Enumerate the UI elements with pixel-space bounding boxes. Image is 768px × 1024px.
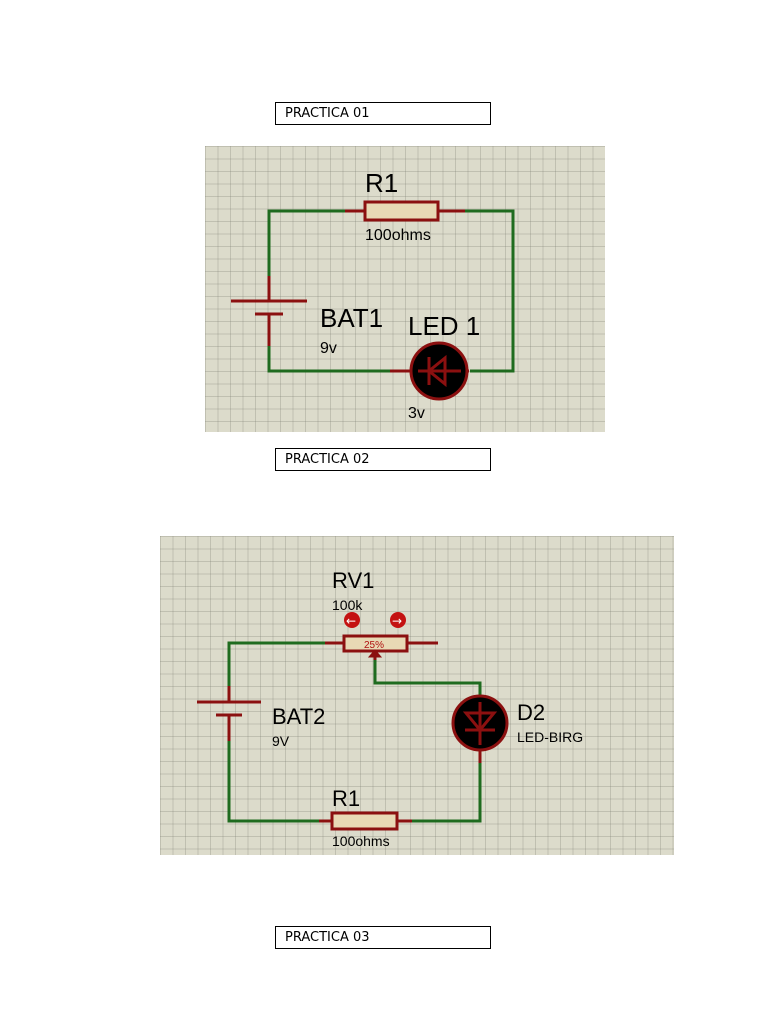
schematic-practica-01: R1 100ohms BAT1 9v LED 1 3v [205, 146, 605, 432]
wire-left-top [227, 641, 325, 686]
wire-wiper [373, 660, 482, 696]
d2-ref-label: D2 [517, 700, 545, 725]
resistor-r1 [345, 200, 465, 222]
bat1-value-label: 9v [320, 340, 337, 357]
wire-top-right [465, 209, 515, 373]
r1-value-label: 100ohms [365, 227, 431, 244]
bat1-ref-label: BAT1 [320, 303, 383, 333]
led-d2 [451, 694, 509, 763]
practica-03-title: PRACTICA 03 [275, 926, 491, 949]
wire-top-left [267, 209, 345, 276]
potentiometer-rv1 [325, 634, 438, 660]
led-1 [390, 341, 469, 401]
d2-value-label: LED-BIRG [517, 729, 583, 745]
bat2-ref-label: BAT2 [272, 704, 325, 729]
wire-bottom-right [397, 763, 482, 823]
rv1-percent-label: 25% [364, 640, 384, 651]
led1-ref-label: LED 1 [408, 311, 480, 341]
rv1-ref-label: RV1 [332, 568, 374, 593]
practica-02-title: PRACTICA 02 [275, 448, 491, 471]
r1-ref-label-practica-02: R1 [332, 786, 360, 811]
battery-bat2 [197, 686, 261, 741]
rv1-value-label: 100k [332, 597, 363, 613]
battery-bat1 [231, 276, 307, 346]
r1-ref-label: R1 [365, 168, 398, 198]
rv1-decrease-button[interactable]: ← [344, 612, 360, 628]
wire-bottom-left [267, 346, 390, 373]
r1-value-label-practica-02: 100ohms [332, 833, 390, 849]
arrow-right-icon: → [392, 614, 402, 628]
schematic-practica-02: 25% ← → [160, 536, 674, 855]
arrow-left-icon: ← [346, 614, 356, 628]
bat2-value-label: 9V [272, 733, 290, 749]
wire-left-bottom [227, 741, 332, 823]
led1-value-label: 3v [408, 405, 425, 422]
resistor-r1-practica-02 [319, 811, 412, 831]
practica-01-title: PRACTICA 01 [275, 102, 491, 125]
rv1-increase-button[interactable]: → [390, 612, 406, 628]
